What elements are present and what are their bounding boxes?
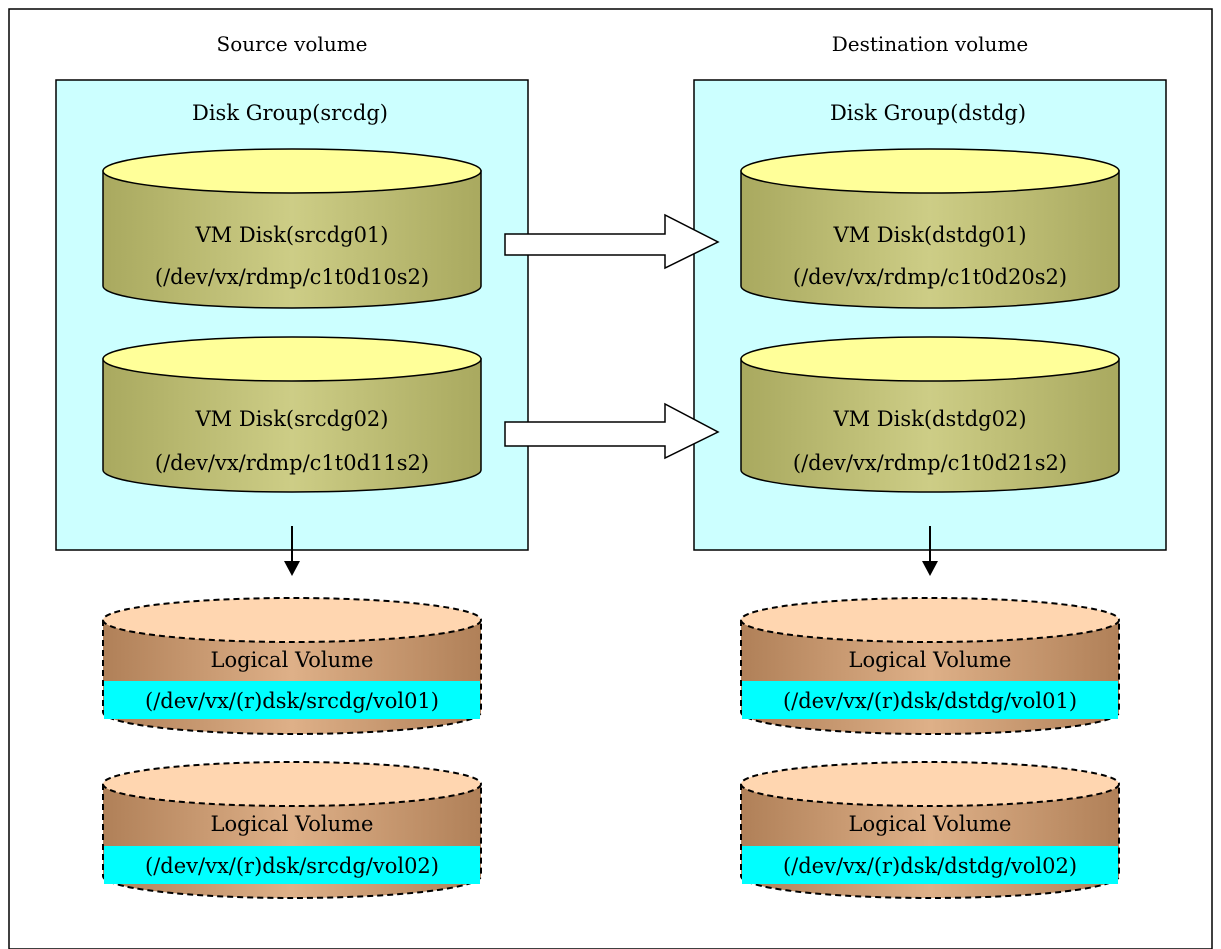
source-logical-volume-2: Logical Volume (/dev/vx/(r)dsk/srcdg/vol… bbox=[102, 761, 482, 899]
source-down-arrow bbox=[284, 526, 300, 576]
source-disk-1-name: VM Disk(srcdg01) bbox=[195, 223, 389, 247]
destination-down-arrow bbox=[922, 526, 938, 576]
destination-volume-1-path: (/dev/vx/(r)dsk/dstdg/vol01) bbox=[783, 689, 1077, 713]
source-volume-1-path: (/dev/vx/(r)dsk/srcdg/vol01) bbox=[145, 689, 439, 713]
destination-disk-2-path: (/dev/vx/rdmp/c1t0d21s2) bbox=[793, 451, 1067, 475]
destination-disk-1-name: VM Disk(dstdg01) bbox=[832, 223, 1026, 247]
source-volume-2-label: Logical Volume bbox=[211, 812, 374, 836]
destination-volume-2-label: Logical Volume bbox=[849, 812, 1012, 836]
source-vm-disk-2: VM Disk(srcdg02) (/dev/vx/rdmp/c1t0d11s2… bbox=[102, 336, 482, 493]
destination-disk-2-name: VM Disk(dstdg02) bbox=[832, 407, 1026, 431]
copy-arrow-2 bbox=[504, 402, 720, 460]
source-volume-2-path-bg bbox=[104, 846, 480, 884]
source-disk-2-path: (/dev/vx/rdmp/c1t0d11s2) bbox=[155, 451, 429, 475]
source-disk-group-label: Disk Group(srcdg) bbox=[192, 101, 388, 125]
source-volume-1-label: Logical Volume bbox=[211, 648, 374, 672]
destination-volume-2-path-bg bbox=[742, 846, 1118, 884]
destination-volume-1-path-bg bbox=[742, 681, 1118, 719]
destination-vm-disk-1: VM Disk(dstdg01) (/dev/vx/rdmp/c1t0d20s2… bbox=[740, 148, 1120, 309]
source-disk-2-name: VM Disk(srcdg02) bbox=[195, 407, 389, 431]
destination-volume-2-path: (/dev/vx/(r)dsk/dstdg/vol02) bbox=[783, 854, 1077, 878]
destination-logical-volume-1: Logical Volume (/dev/vx/(r)dsk/dstdg/vol… bbox=[740, 597, 1120, 735]
source-volume-1-path-bg bbox=[104, 681, 480, 719]
source-vm-disk-1: VM Disk(srcdg01) (/dev/vx/rdmp/c1t0d10s2… bbox=[102, 148, 482, 309]
destination-volume-1-label: Logical Volume bbox=[849, 648, 1012, 672]
destination-vm-disk-2: VM Disk(dstdg02) (/dev/vx/rdmp/c1t0d21s2… bbox=[740, 336, 1120, 493]
source-volume-2-path: (/dev/vx/(r)dsk/srcdg/vol02) bbox=[145, 854, 439, 878]
destination-logical-volume-2: Logical Volume (/dev/vx/(r)dsk/dstdg/vol… bbox=[740, 761, 1120, 899]
destination-title: Destination volume bbox=[832, 32, 1029, 56]
source-title: Source volume bbox=[217, 32, 368, 56]
source-disk-1-path: (/dev/vx/rdmp/c1t0d10s2) bbox=[155, 265, 429, 289]
destination-disk-1-path: (/dev/vx/rdmp/c1t0d20s2) bbox=[793, 265, 1067, 289]
copy-arrow-1 bbox=[504, 213, 720, 270]
destination-disk-group-label: Disk Group(dstdg) bbox=[830, 101, 1026, 125]
source-logical-volume-1: Logical Volume (/dev/vx/(r)dsk/srcdg/vol… bbox=[102, 597, 482, 735]
